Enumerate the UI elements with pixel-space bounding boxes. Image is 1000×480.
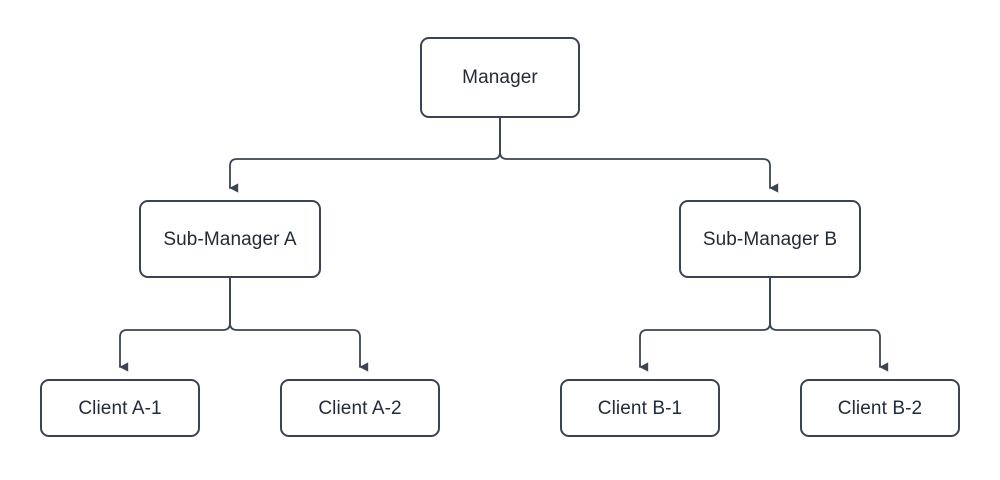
edge-manager-to-sub-manager-a xyxy=(229,117,501,193)
node-client-b2-label: Client B-2 xyxy=(837,397,923,419)
node-sub-manager-a-label: Sub-Manager A xyxy=(163,228,297,250)
node-sub-manager-b-label: Sub-Manager B xyxy=(702,228,838,250)
node-client-b1-label: Client B-1 xyxy=(597,397,683,419)
node-sub-manager-b[interactable]: Sub-Manager B xyxy=(679,200,861,278)
node-client-b1[interactable]: Client B-1 xyxy=(560,379,720,437)
node-client-b2[interactable]: Client B-2 xyxy=(800,379,960,437)
node-client-a1[interactable]: Client A-1 xyxy=(40,379,200,437)
edge-manager-to-sub-manager-b xyxy=(499,117,779,193)
edge-sub-manager-b-to-client-b1 xyxy=(639,277,771,372)
node-client-a2-label: Client A-2 xyxy=(318,397,402,419)
node-client-a2[interactable]: Client A-2 xyxy=(280,379,440,437)
edge-sub-manager-a-to-client-a2 xyxy=(229,277,369,372)
node-sub-manager-a[interactable]: Sub-Manager A xyxy=(139,200,321,278)
node-manager-label: Manager xyxy=(462,67,538,88)
node-client-a1-label: Client A-1 xyxy=(78,397,162,419)
node-manager[interactable]: Manager xyxy=(420,37,580,118)
edge-sub-manager-a-to-client-a1 xyxy=(119,277,231,372)
edge-sub-manager-b-to-client-b2 xyxy=(769,277,889,372)
